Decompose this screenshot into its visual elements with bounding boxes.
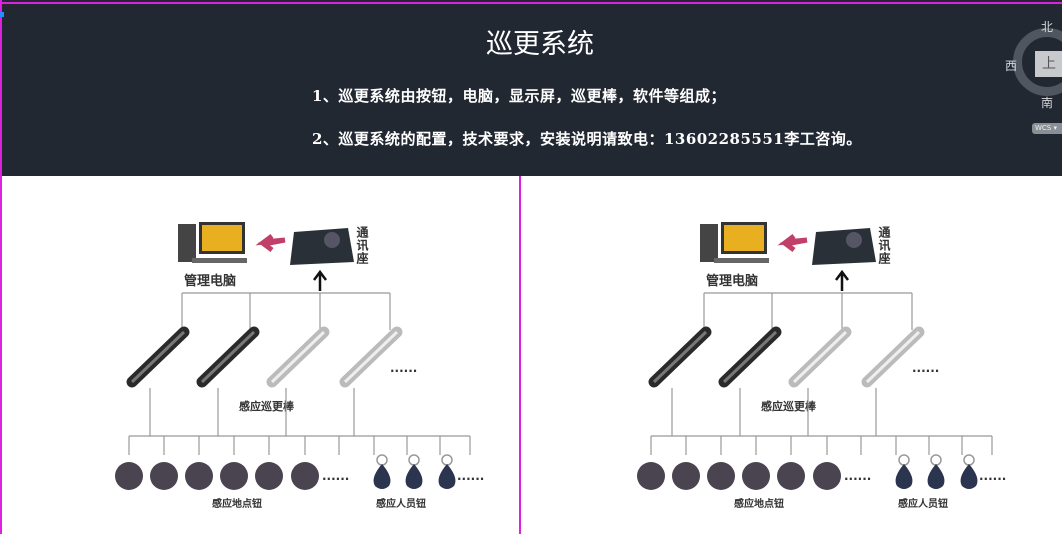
location-button-icon bbox=[707, 462, 735, 490]
ellipsis-pens: ...... bbox=[390, 361, 417, 375]
location-button-icon bbox=[742, 462, 770, 490]
comm-base-label: 通讯座 bbox=[877, 225, 891, 265]
patrol-wand-label: 感应巡更棒 bbox=[761, 399, 817, 413]
arrow-left-icon bbox=[255, 234, 286, 252]
location-button-icon bbox=[150, 462, 178, 490]
patrol-wand-highlight bbox=[792, 330, 848, 384]
tag-ring-icon bbox=[408, 454, 420, 466]
ellipsis-tags: ...... bbox=[979, 469, 1006, 483]
location-button-icon bbox=[637, 462, 665, 490]
person-tag-icon bbox=[438, 464, 456, 489]
arrow-left-icon bbox=[777, 234, 808, 252]
wcs-dropdown[interactable]: WCS ▾ bbox=[1032, 123, 1062, 134]
selection-border-left bbox=[0, 0, 2, 534]
location-button-icon bbox=[220, 462, 248, 490]
pc-tower-icon bbox=[178, 224, 196, 262]
viewcube-top-face[interactable]: 上 bbox=[1035, 51, 1062, 77]
location-button-icon bbox=[185, 462, 213, 490]
ellipsis-tags: ...... bbox=[457, 469, 484, 483]
location-button-icon bbox=[672, 462, 700, 490]
patrol-wand-highlight bbox=[130, 330, 186, 384]
person-tag-icon bbox=[895, 464, 913, 489]
location-button-icon bbox=[115, 462, 143, 490]
person-button-label: 感应人员钮 bbox=[898, 497, 948, 510]
connector-bus bbox=[651, 388, 992, 437]
compass-west[interactable]: 西 bbox=[1005, 59, 1018, 73]
compass-ring[interactable] bbox=[1013, 28, 1062, 96]
person-tag-icon bbox=[927, 464, 945, 489]
patrol-wand-highlight bbox=[343, 330, 399, 384]
person-tag-icon bbox=[373, 464, 391, 489]
compass-south[interactable]: 南 bbox=[1041, 96, 1054, 110]
description-line-1: 1、巡更系统由按钮，电脑，显示屏，巡更棒，软件等组成； bbox=[312, 87, 726, 105]
communication-base-icon bbox=[812, 228, 876, 265]
patrol-wand-highlight bbox=[652, 330, 708, 384]
computer-label: 管理电脑 bbox=[184, 273, 236, 289]
tag-ring-icon bbox=[930, 454, 942, 466]
ellipsis-pens: ...... bbox=[912, 361, 939, 375]
person-tag-icon bbox=[405, 464, 423, 489]
location-button-icon bbox=[255, 462, 283, 490]
connector-bus bbox=[129, 388, 470, 437]
keyboard-icon bbox=[192, 258, 247, 263]
drawing-title: 巡更系统 bbox=[486, 29, 594, 60]
drawing-header-area: 巡更系统 1、巡更系统由按钮，电脑，显示屏，巡更棒，软件等组成； 2、巡更系统的… bbox=[0, 0, 1062, 176]
monitor-screen bbox=[724, 225, 764, 251]
person-button-label: 感应人员钮 bbox=[376, 497, 426, 510]
location-button-icon bbox=[813, 462, 841, 490]
selection-border-top bbox=[0, 2, 1062, 4]
viewcube[interactable]: 上 北 西 南 bbox=[1005, 20, 1062, 112]
description-line-2: 2、巡更系统的配置，技术要求，安装说明请致电：13602285551李工咨询。 bbox=[312, 130, 862, 148]
computer-label: 管理电脑 bbox=[706, 273, 758, 289]
pc-tower-icon bbox=[700, 224, 718, 262]
location-button-icon bbox=[291, 462, 319, 490]
keyboard-icon bbox=[714, 258, 769, 263]
ellipsis-locations: ...... bbox=[322, 469, 349, 483]
tag-ring-icon bbox=[376, 454, 388, 466]
ucs-marker bbox=[0, 12, 4, 17]
monitor-screen bbox=[202, 225, 242, 251]
patrol-wand-highlight bbox=[722, 330, 778, 384]
patrol-wand-highlight bbox=[865, 330, 921, 384]
comm-base-label: 通讯座 bbox=[355, 225, 369, 265]
compass-north[interactable]: 北 bbox=[1041, 20, 1054, 34]
location-button-label: 感应地点钮 bbox=[212, 497, 262, 510]
arrow-up-icon bbox=[313, 269, 327, 291]
connector-lines-top bbox=[181, 292, 391, 330]
communication-base-icon bbox=[290, 228, 354, 265]
patrol-wand-highlight bbox=[200, 330, 256, 384]
arrow-up-icon bbox=[835, 269, 849, 291]
base-reader-icon bbox=[324, 232, 340, 248]
patrol-wand-label: 感应巡更棒 bbox=[239, 399, 295, 413]
base-reader-icon bbox=[846, 232, 862, 248]
image-divider bbox=[519, 176, 521, 534]
patrol-wand-highlight bbox=[270, 330, 326, 384]
location-button-icon bbox=[777, 462, 805, 490]
ellipsis-locations: ...... bbox=[844, 469, 871, 483]
tag-ring-icon bbox=[963, 454, 975, 466]
tag-ring-icon bbox=[898, 454, 910, 466]
location-button-label: 感应地点钮 bbox=[734, 497, 784, 510]
connector-lines-top bbox=[703, 292, 913, 330]
person-tag-icon bbox=[960, 464, 978, 489]
tag-ring-icon bbox=[441, 454, 453, 466]
